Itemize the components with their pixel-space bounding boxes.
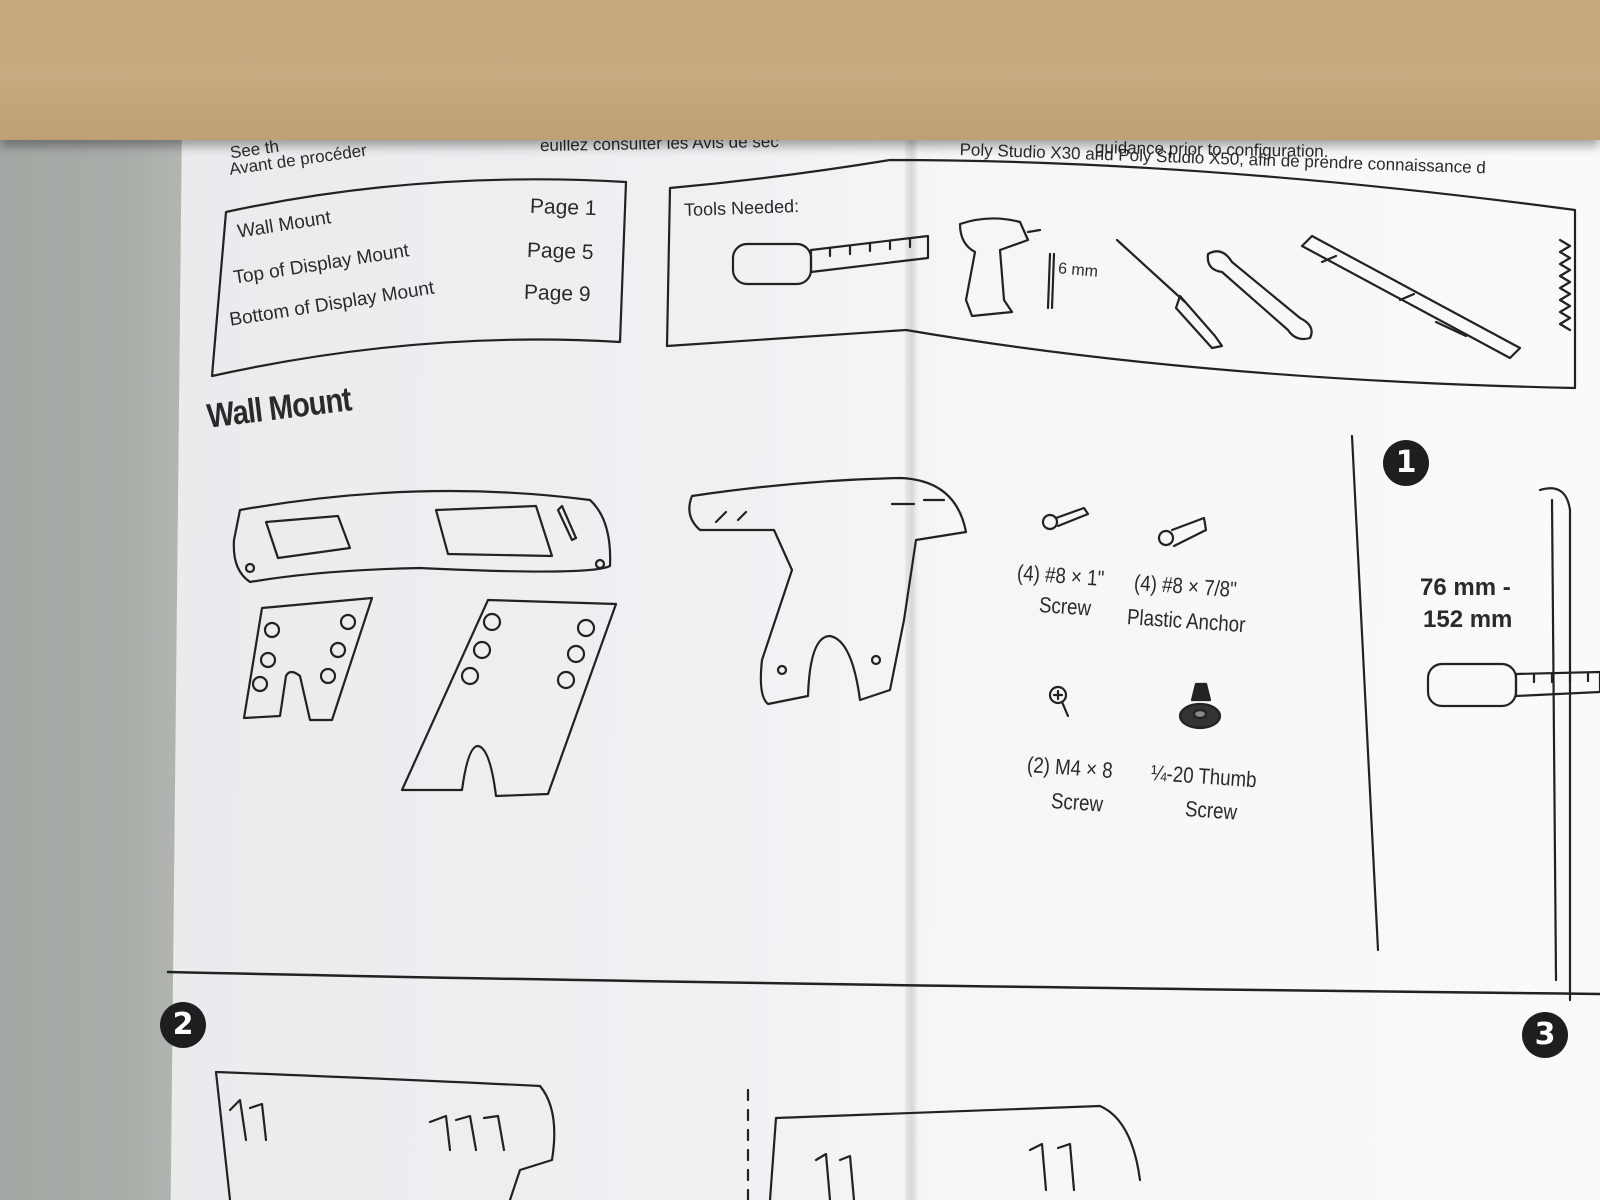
step-1-badge: 1 bbox=[1383, 440, 1429, 486]
step1-tape-icon bbox=[1426, 662, 1600, 708]
screwdriver-icon bbox=[1115, 238, 1224, 350]
step1-wall bbox=[1538, 487, 1572, 1002]
step1-divider bbox=[1350, 434, 1380, 952]
tape-measure-icon bbox=[731, 234, 930, 286]
camera-bracket bbox=[688, 476, 968, 706]
step2-bracket-right bbox=[768, 1104, 1142, 1200]
saw-icon bbox=[1558, 238, 1572, 332]
contents-box bbox=[210, 178, 628, 378]
plastic-anchor-icon bbox=[1157, 516, 1208, 548]
step2-bracket bbox=[214, 1070, 556, 1200]
adapter-plate-large bbox=[400, 598, 618, 798]
paper-fold bbox=[905, 130, 919, 1200]
level-icon bbox=[1300, 234, 1522, 360]
m4-screw-icon bbox=[1048, 685, 1070, 718]
adapter-plate-small bbox=[242, 596, 374, 722]
drill-icon bbox=[958, 217, 1042, 318]
wall-bracket-long bbox=[232, 489, 612, 584]
step-3-badge: 3 bbox=[1522, 1012, 1568, 1058]
cardboard-edge bbox=[0, 0, 1600, 140]
step-2-badge: 2 bbox=[160, 1002, 206, 1048]
drill-bit-icon bbox=[1046, 252, 1056, 310]
step1-measure-line1: 76 mm - bbox=[1420, 574, 1511, 601]
thumb-screw-icon bbox=[1178, 682, 1222, 730]
step1-measure-line2: 152 mm bbox=[1423, 606, 1513, 633]
wrench-icon bbox=[1206, 250, 1313, 341]
wood-screw-icon bbox=[1041, 506, 1090, 531]
tools-box bbox=[665, 158, 1577, 390]
bottom-divider bbox=[166, 970, 1600, 996]
